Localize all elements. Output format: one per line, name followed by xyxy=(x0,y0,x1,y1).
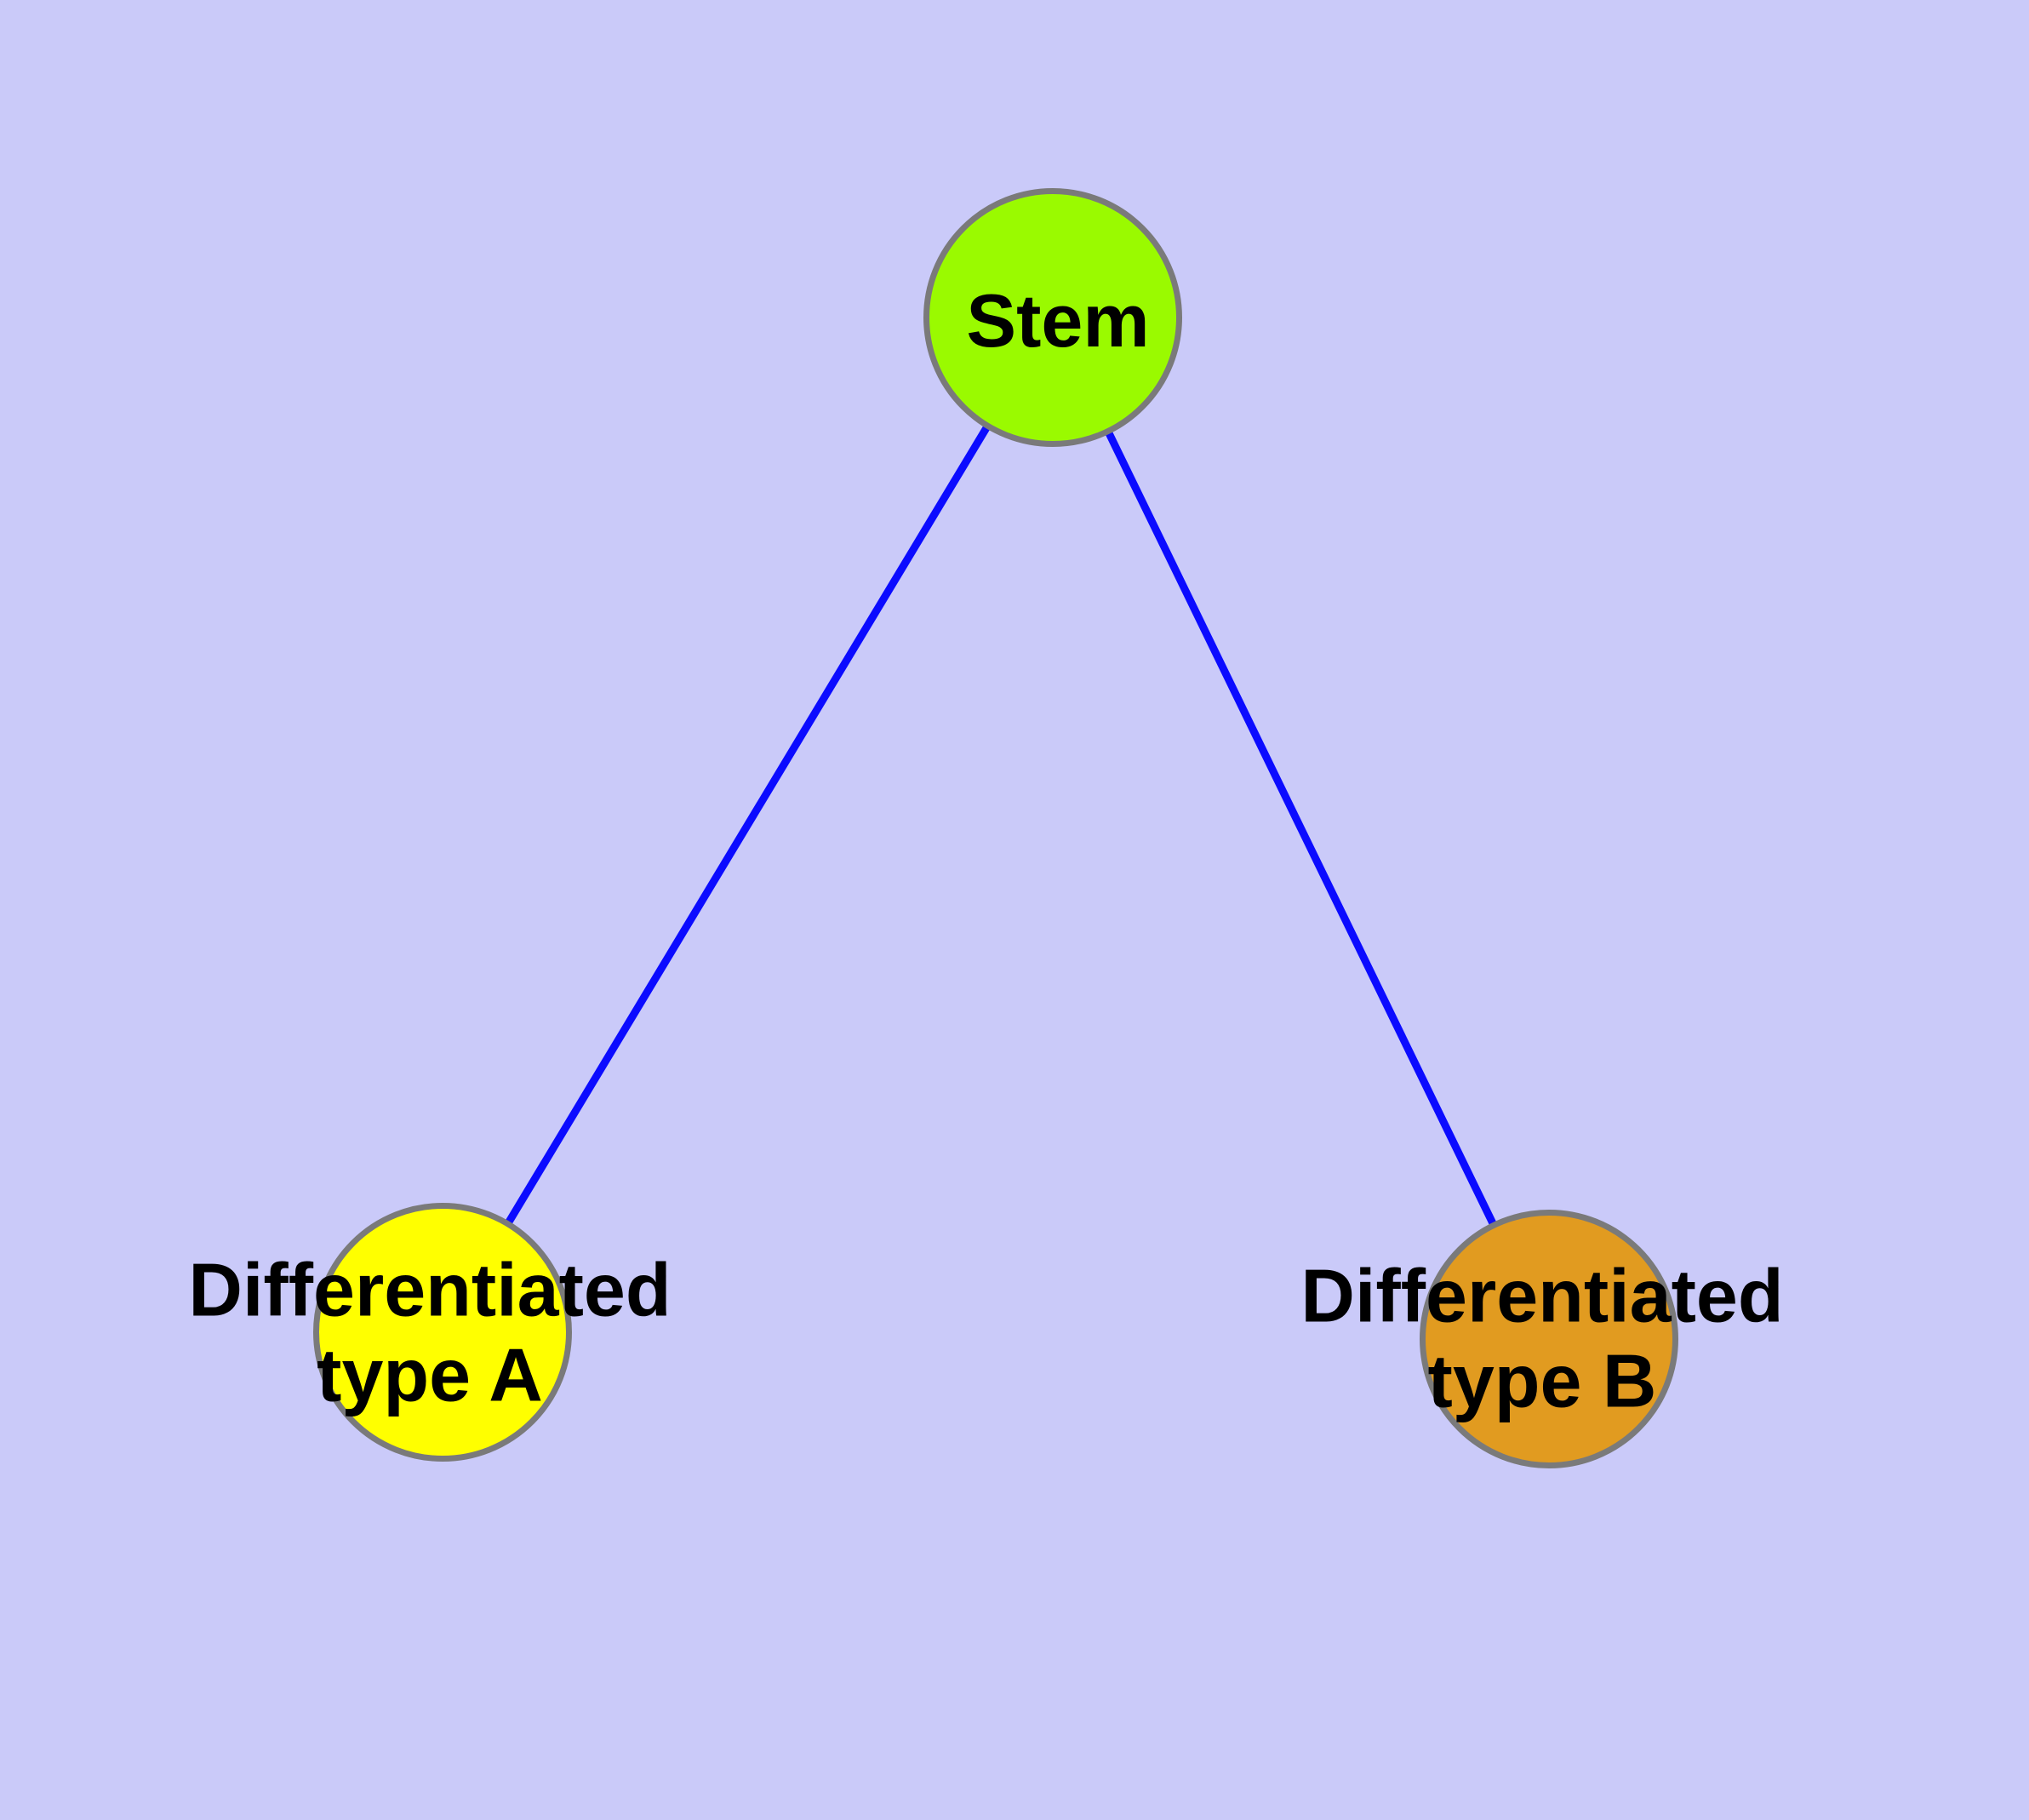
node-type-a-label-line2: type A xyxy=(317,1333,543,1417)
node-stem-label: Stem xyxy=(966,278,1149,363)
node-stem xyxy=(923,188,1182,447)
node-differentiated-type-a xyxy=(313,1203,572,1462)
node-type-b-label-line1: Differentiated xyxy=(1300,1253,1784,1338)
node-differentiated-type-a-label: Differentiated type A xyxy=(188,1248,671,1419)
edge-stem-to-type-a xyxy=(439,315,1056,1335)
node-stem-label-text: Stem xyxy=(966,278,1150,363)
node-type-a-label-line1: Differentiated xyxy=(188,1247,672,1332)
node-differentiated-type-b-label: Differentiated type B xyxy=(1300,1254,1783,1425)
edge-stem-to-type-b xyxy=(1049,316,1553,1341)
node-differentiated-type-b xyxy=(1420,1210,1678,1468)
node-type-b-label-line2: type B xyxy=(1427,1339,1657,1423)
